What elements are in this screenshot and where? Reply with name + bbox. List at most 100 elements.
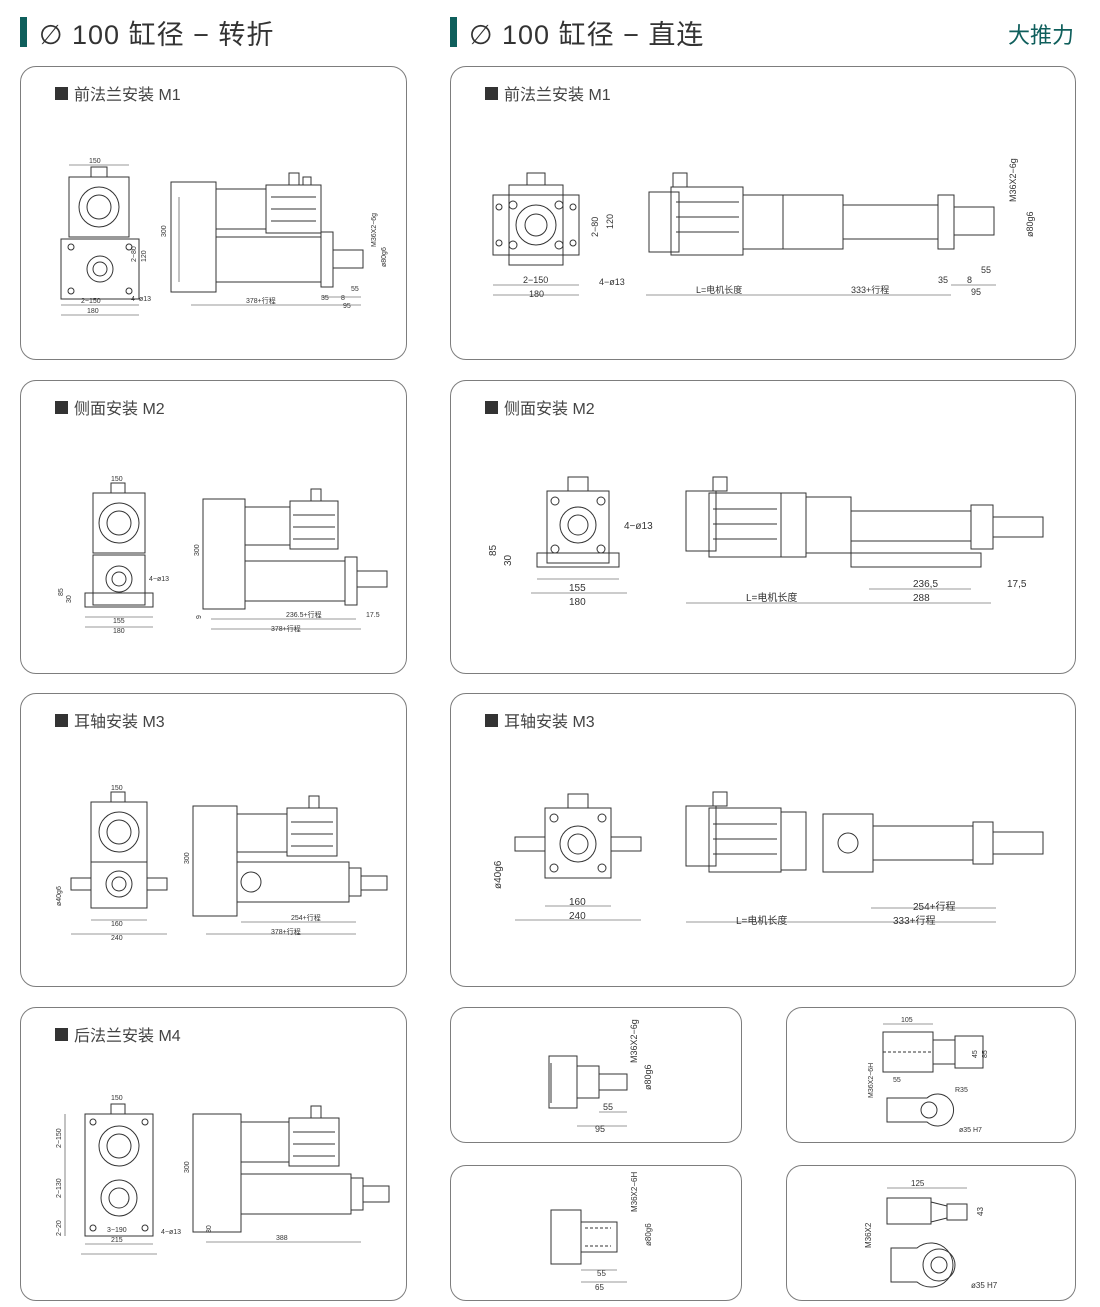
dim-300: 300 xyxy=(184,1161,191,1173)
dim-150: 150 xyxy=(111,476,123,483)
trunnion-block xyxy=(90,861,148,909)
dim-rod: ø80g6 xyxy=(643,1064,653,1090)
dim-thread: M36X2−6H xyxy=(630,1172,639,1212)
dim-215: 215 xyxy=(111,1237,123,1244)
servo-motor xyxy=(708,807,782,873)
section-marker xyxy=(20,17,27,47)
dim-120: 120 xyxy=(605,214,615,229)
connector xyxy=(567,476,589,492)
dim-17-5: 17.5 xyxy=(366,612,380,619)
dim-55: 55 xyxy=(597,1269,606,1278)
connector xyxy=(90,166,108,178)
panel-title-text: 侧面安装 M2 xyxy=(504,401,595,418)
dim-8: 8 xyxy=(341,295,345,302)
side-mount-block xyxy=(546,490,610,564)
dim-120: 120 xyxy=(141,250,148,262)
trunnion-pin xyxy=(146,877,168,891)
panel-title: 前法兰安装 M1 xyxy=(55,81,181,105)
trunnion-pin xyxy=(610,836,642,852)
panel-rod-eye: 125 43 M36X2 ø35 H7 xyxy=(786,1165,1076,1301)
dim-thread: M36X2−6g xyxy=(1008,158,1018,202)
dim-length-2: 333+行程 xyxy=(893,914,936,927)
dim-40g6: ø40g6 xyxy=(493,860,504,889)
dim-2-20: 2−20 xyxy=(56,1220,63,1236)
dim-85: 85 xyxy=(982,1050,989,1058)
dim-35: 35 xyxy=(938,275,948,285)
left-section-header: ∅ 100 缸径 − 转折 xyxy=(20,14,274,50)
dim-300: 300 xyxy=(194,544,201,556)
title-square-icon xyxy=(485,86,498,100)
cylinder-body xyxy=(872,825,974,861)
title-square-icon xyxy=(485,400,498,414)
dim-160: 160 xyxy=(569,897,586,908)
dim-288: 288 xyxy=(913,593,930,604)
panel-right-m2: 侧面安装 M2 4−ø13 85 30 155 180 L=电机长度 236,5… xyxy=(450,380,1076,674)
dim-rod: ø80g6 xyxy=(381,247,388,267)
dim-55: 55 xyxy=(351,286,359,293)
dim-thread: M36X2−6g xyxy=(629,1019,639,1063)
dim-thread: M36X2−6H xyxy=(868,1063,875,1098)
gearbox xyxy=(782,194,844,250)
dim-65: 65 xyxy=(595,1283,604,1292)
dim-9: 9 xyxy=(196,615,203,619)
trunnion-pin xyxy=(70,877,92,891)
gearbox xyxy=(805,496,852,554)
piston-rod xyxy=(362,1185,390,1203)
gearbox-housing xyxy=(202,498,246,610)
dim-rod: ø80g6 xyxy=(644,1223,653,1246)
trunnion-housing xyxy=(822,813,874,873)
dim-thread: M36X2 xyxy=(864,1222,873,1248)
piston-rod xyxy=(953,206,995,236)
rod-bore xyxy=(515,204,557,246)
right-section-header: ∅ 100 缸径 − 直连 xyxy=(450,14,704,50)
dim-length-2: 378+行程 xyxy=(271,624,301,633)
dim-43: 43 xyxy=(976,1207,985,1216)
dim-240: 240 xyxy=(111,935,123,942)
title-square-icon xyxy=(55,86,68,100)
trunnion-block xyxy=(544,807,612,879)
cylinder-body xyxy=(236,861,350,903)
dim-160: 160 xyxy=(111,921,123,928)
dim-105: 105 xyxy=(901,1017,913,1024)
dim-300: 300 xyxy=(161,225,168,237)
dim-length: 378+行程 xyxy=(246,296,276,305)
dim-236-5: 236,5 xyxy=(913,579,938,590)
servo-motor xyxy=(286,807,338,857)
dim-180: 180 xyxy=(529,289,544,299)
panel-title-text: 耳轴安装 M3 xyxy=(74,714,165,731)
dim-motor-length: L=电机长度 xyxy=(696,284,742,295)
panel-title: 耳轴安装 M3 xyxy=(55,708,165,732)
motor-face xyxy=(78,186,120,228)
dim-2-80: 2−80 xyxy=(590,217,600,237)
dim-180: 180 xyxy=(113,628,125,635)
dim-holes: 4−ø13 xyxy=(599,277,625,287)
drawing-right-m3: ø40g6 160 240 254+行程 L=电机长度 333+行程 xyxy=(493,791,1044,927)
dim-thread: M36X2−6g xyxy=(371,213,378,247)
dim-8: 8 xyxy=(967,275,972,285)
dim-motor-length: L=电机长度 xyxy=(736,914,787,927)
piston-rod xyxy=(356,570,388,588)
motor-housing xyxy=(92,492,146,554)
dim-95: 95 xyxy=(343,303,351,310)
trunnion xyxy=(240,871,262,893)
servo-motor xyxy=(670,186,744,256)
left-section-title: ∅ 100 缸径 − 转折 xyxy=(39,19,275,50)
connector xyxy=(567,793,589,809)
right-section-title: ∅ 100 缸径 − 直连 xyxy=(469,19,705,50)
drawing-rod-end-internal: M36X2−6H ø80g6 55 65 xyxy=(550,1172,653,1292)
servo-motor xyxy=(289,500,339,550)
side-mount-block xyxy=(92,554,146,606)
rod-eye-body xyxy=(886,1197,932,1225)
dim-95: 95 xyxy=(595,1124,605,1134)
drawing-right-m2: 4−ø13 85 30 155 180 L=电机长度 236,5 288 17,… xyxy=(488,476,1044,608)
panel-title-text: 前法兰安装 M1 xyxy=(74,87,181,104)
cylinder-body xyxy=(215,236,322,283)
panel-title: 侧面安装 M2 xyxy=(55,395,165,419)
dim-holes: 4−ø13 xyxy=(161,1229,181,1236)
dim-r35: R35 xyxy=(955,1087,968,1094)
panel-left-m3: 耳轴安装 M3 150 300 ø40g6 160 240 254+行程 378… xyxy=(20,693,407,987)
mounting-foot xyxy=(850,552,982,568)
dim-85: 85 xyxy=(58,588,65,596)
dim-2-80: 2−80 xyxy=(131,246,138,262)
piston-rod xyxy=(992,516,1044,538)
